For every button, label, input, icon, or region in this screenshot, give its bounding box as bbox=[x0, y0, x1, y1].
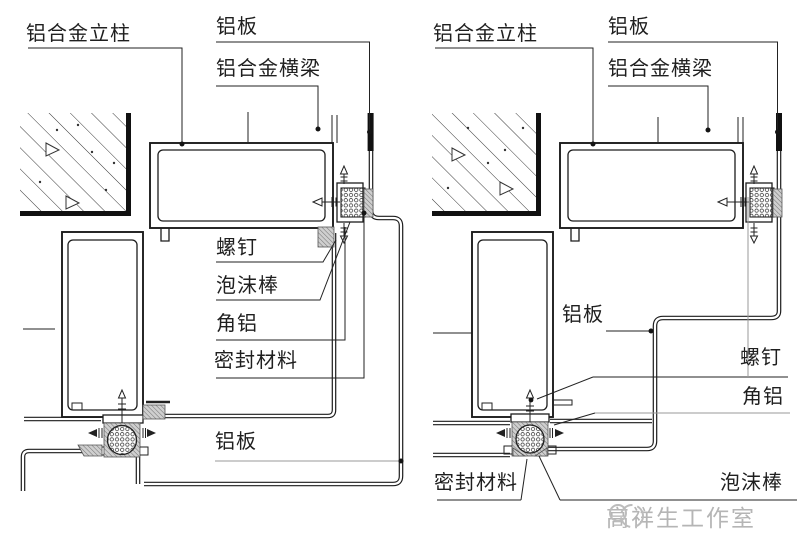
label-panel-top-left: 铝板 bbox=[216, 16, 258, 38]
foam-strip-right bbox=[749, 187, 775, 218]
sealant-block-left bbox=[317, 226, 335, 248]
studio-logo-icon bbox=[609, 504, 644, 528]
joint-cap-left bbox=[102, 414, 144, 424]
label-sealant-left: 密封材料 bbox=[214, 350, 298, 372]
bolt-icon bbox=[88, 428, 103, 438]
screw-icon bbox=[339, 164, 349, 184]
label-beam-left: 铝合金横梁 bbox=[216, 58, 321, 80]
screw-icon bbox=[749, 223, 759, 245]
foam-rod-circle-right bbox=[515, 424, 545, 454]
concrete-wall-hatch-right bbox=[432, 113, 541, 216]
foam-rod-circle-left bbox=[106, 424, 138, 456]
label-mullion-left: 铝合金立柱 bbox=[26, 23, 131, 45]
mullion-profile-right bbox=[471, 231, 573, 418]
bolt-icon bbox=[496, 428, 511, 438]
beam-profile-left bbox=[149, 142, 334, 242]
label-panel-bottom-left: 铝板 bbox=[215, 431, 257, 453]
bolt-icon bbox=[142, 428, 156, 438]
bolt-icon bbox=[549, 428, 564, 438]
label-screw-left: 螺钉 bbox=[216, 237, 258, 259]
leader-lines-right bbox=[435, 41, 797, 501]
label-panel-mid-right: 铝板 bbox=[562, 304, 604, 326]
panel-joint-right-bottom bbox=[496, 388, 564, 457]
sealant-wedge-right bbox=[512, 447, 527, 457]
beam-profile-right bbox=[559, 142, 744, 242]
leader-lines-left bbox=[28, 41, 404, 464]
sealant-block-left-bottom bbox=[77, 444, 103, 457]
panel-joint-left-bottom bbox=[77, 388, 170, 458]
label-foam-rod-left: 泡沫棒 bbox=[216, 275, 279, 297]
label-angle-left: 角铝 bbox=[216, 313, 258, 335]
sealant-strip-right bbox=[772, 188, 783, 218]
screw-icon bbox=[311, 197, 340, 207]
screw-icon bbox=[749, 164, 759, 184]
aluminum-panel-right bbox=[433, 113, 782, 458]
beam-panel-joint-right bbox=[716, 164, 783, 245]
label-angle-right: 角铝 bbox=[742, 386, 784, 408]
studio-watermark: 高祥生工作室 bbox=[606, 499, 756, 533]
angle-aluminum-piece-left bbox=[142, 404, 166, 420]
studio-name: 高祥生工作室 bbox=[606, 505, 756, 531]
screw-icon bbox=[117, 388, 127, 423]
label-screw-right: 螺钉 bbox=[740, 347, 782, 369]
left-detail-drawing bbox=[20, 41, 404, 491]
foam-strip-left bbox=[340, 187, 366, 218]
label-beam-right: 铝合金横梁 bbox=[608, 58, 713, 80]
sealant-strip-left bbox=[363, 188, 374, 218]
right-detail-drawing bbox=[432, 41, 797, 501]
beam-panel-joint-left bbox=[311, 164, 374, 248]
label-panel-top-right: 铝板 bbox=[608, 16, 650, 38]
sealant-wedge-right bbox=[533, 447, 548, 457]
label-sealant-right: 密封材料 bbox=[434, 472, 518, 494]
label-foam-rod-right: 泡沫棒 bbox=[720, 472, 783, 494]
screw-icon bbox=[716, 197, 749, 207]
mullion-profile-left bbox=[61, 231, 144, 418]
screw-icon bbox=[339, 223, 349, 245]
concrete-wall-hatch-left bbox=[20, 113, 131, 216]
label-mullion-right: 铝合金立柱 bbox=[433, 23, 538, 45]
